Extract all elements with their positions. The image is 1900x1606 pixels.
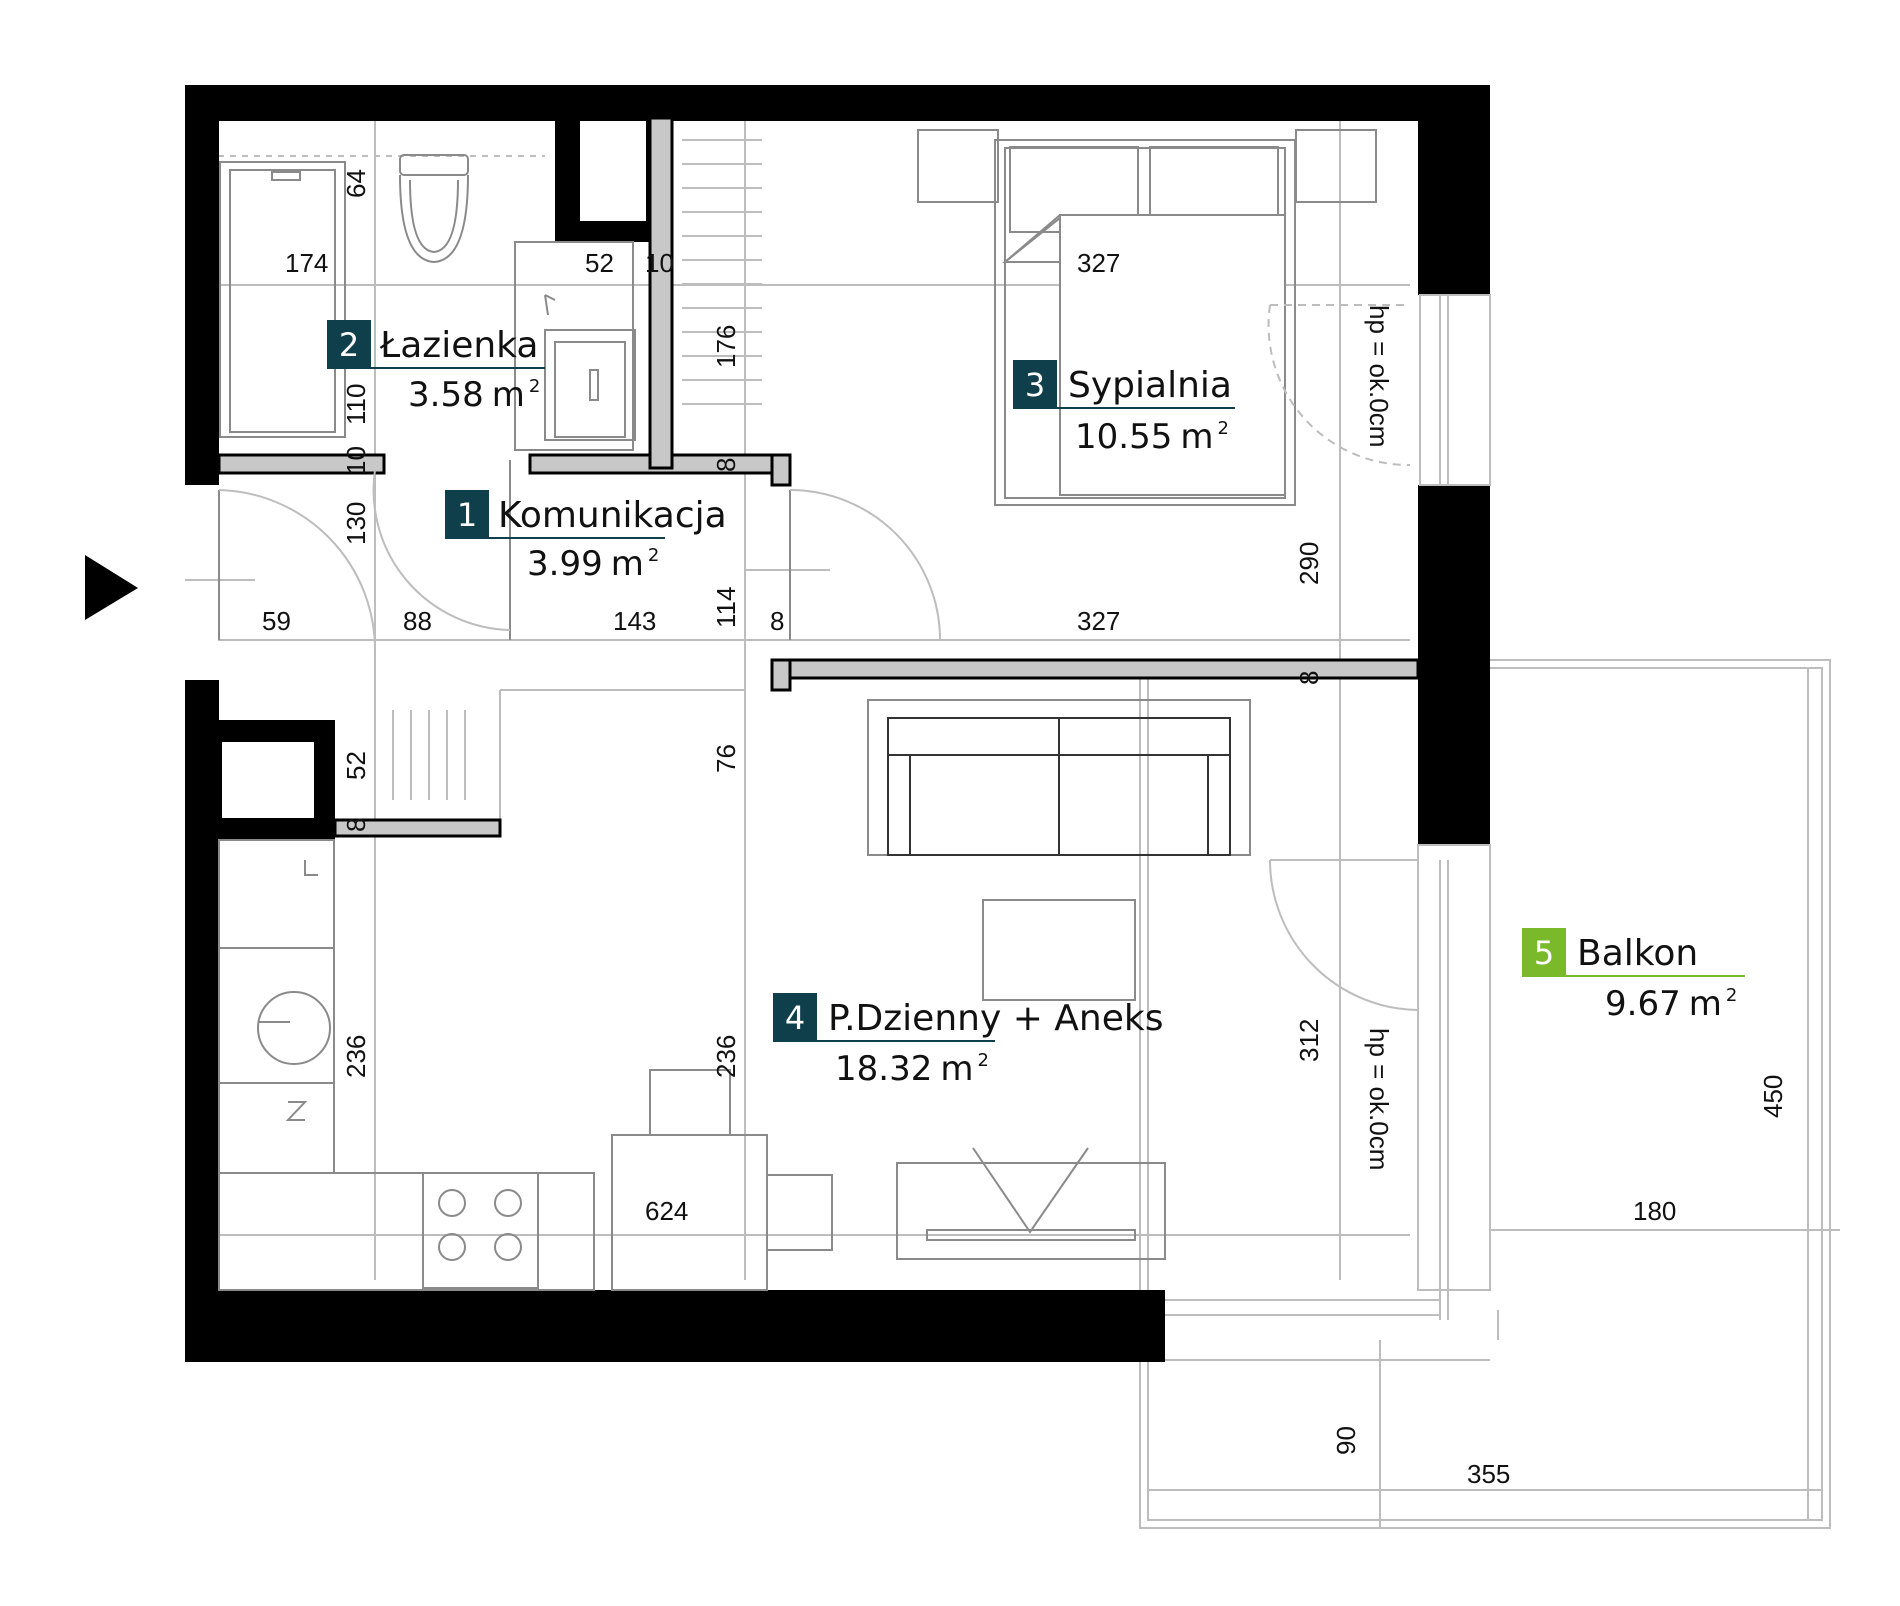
entrance-arrow-icon [85,555,138,620]
svg-text:4: 4 [785,999,805,1037]
wardrobe-lines [682,139,762,405]
dim-59: 59 [262,606,291,636]
dishwasher [218,1082,335,1174]
room-name-3: Sypialnia [1068,365,1232,406]
cooktop [422,1172,539,1289]
dim-236-mid: 236 [711,1035,741,1078]
dim-10-left: 10 [341,446,371,475]
toilet [399,154,469,176]
dim-10: 10 [645,248,674,278]
dim-52-left: 52 [341,751,371,780]
dim-355: 355 [1467,1459,1510,1489]
dim-8-wall: 8 [711,458,741,472]
room-badge-1 [445,490,489,538]
dim-312: 312 [1294,1019,1324,1062]
guide-lines [185,120,1410,1280]
coffee-table [982,899,1136,1001]
windows [1165,294,1491,1361]
dim-8-left: 8 [341,818,371,832]
room-name-1: Komunikacja [498,495,727,536]
room-badge-4 [773,993,817,1041]
dim-174: 174 [285,248,328,278]
room-name-4: P.Dzienny + Aneks [828,998,1164,1039]
window-note-top: hp = ok.0cm [1364,305,1394,447]
dim-327-top: 327 [1077,248,1120,278]
chair-top [649,1069,731,1136]
dim-450: 450 [1758,1075,1788,1118]
bathroom-fixtures [219,154,636,451]
svg-text:1: 1 [457,496,477,534]
dim-88: 88 [403,606,432,636]
room-badge-5 [1522,928,1566,976]
svg-text:2: 2 [339,326,359,364]
partitions [217,116,1420,838]
kitchen [218,839,595,1291]
window-note-bottom: hp = ok.0cm [1364,1028,1394,1170]
wardrobe-lines-2 [374,710,466,800]
dim-110: 110 [341,384,371,425]
dim-624: 624 [645,1196,688,1226]
dim-8-mid: 8 [770,606,784,636]
svg-text:5: 5 [1534,934,1554,972]
dim-64: 64 [341,169,371,198]
bathtub [219,161,346,438]
nightstand-right [1295,129,1377,203]
dimension-labels: 174 52 10 327 59 88 143 8 327 624 180 35… [262,169,1788,1489]
dim-143: 143 [613,606,656,636]
room-name-2: Łazienka [379,325,538,366]
svg-text:3: 3 [1025,366,1045,404]
counter [218,1172,595,1291]
dim-114: 114 [711,587,741,628]
washbasin [514,241,634,451]
dining-table [611,1134,768,1291]
living-furniture [611,699,1251,1291]
sink-unit [218,947,335,1084]
room-name-5: Balkon [1577,933,1698,974]
tv-stand [896,1162,1166,1260]
dim-176: 176 [711,325,741,368]
bed [994,139,1296,506]
dim-236-left: 236 [341,1035,371,1078]
nightstand-left [917,129,999,203]
kitchen-cabinet [218,839,335,949]
doors [218,304,1419,1011]
dim-90: 90 [1331,1426,1361,1455]
chair-right [766,1174,833,1251]
bedroom-furniture [917,129,1377,506]
room-badge-3 [1013,360,1057,408]
dim-8-right: 8 [1294,671,1324,685]
dim-130: 130 [341,502,371,545]
room-badge-2 [327,320,371,368]
dim-180: 180 [1633,1196,1676,1226]
dim-290: 290 [1294,542,1324,585]
dim-327-mid: 327 [1077,606,1120,636]
dim-52: 52 [585,248,614,278]
dim-76: 76 [711,744,741,773]
